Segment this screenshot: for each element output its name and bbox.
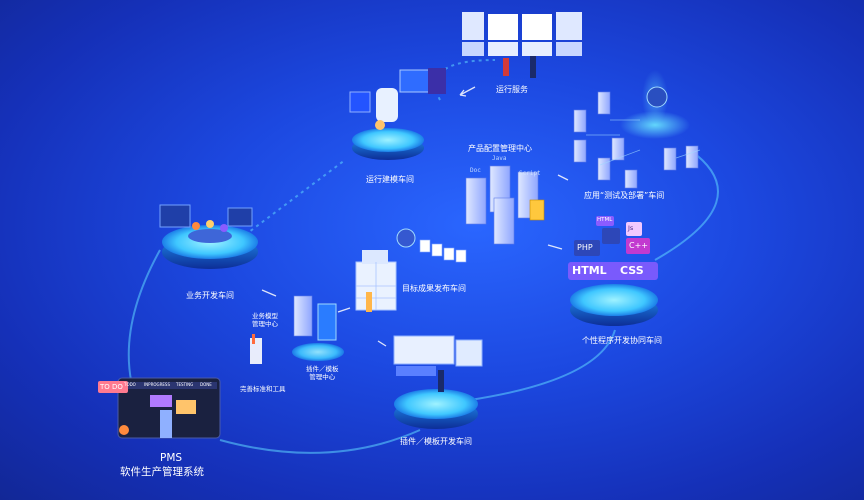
label-personal-workshop: 个性程序开发协同车间 (582, 336, 662, 345)
platform-plugin (393, 335, 483, 429)
pms-subtitle: 软件生产管理系统 (120, 466, 204, 478)
flow-arrows (261, 86, 569, 347)
label-standards-tools: 完善标准和工具 (240, 385, 286, 393)
lang-tag-html: HTML (572, 264, 607, 277)
kanban-col-done: DONE (200, 382, 212, 387)
ops-screens (462, 12, 582, 78)
kanban-col-inprogress: INPROGRESS (144, 382, 170, 387)
code-label-doc: Doc (470, 167, 481, 174)
kanban-col-testing: TESTING (176, 382, 194, 387)
lang-tag-cpp: C++ (629, 241, 648, 250)
code-label-java: Java (492, 155, 507, 162)
platform-personal (568, 262, 658, 326)
label-deploy-workshop: 应用“测试及部署”车间 (584, 191, 665, 200)
label-business-workshop: 业务开发车间 (186, 291, 234, 300)
lang-tag-js: Js (628, 224, 634, 232)
model-centers (250, 295, 344, 364)
lang-tag-css: CSS (620, 264, 644, 277)
label-business-model-center: 业务模型 管理中心 (252, 312, 278, 329)
code-label-script: Script (519, 170, 541, 177)
platform-modeling (349, 68, 446, 160)
lang-tag-php: PHP (577, 243, 593, 252)
label-operations-service: 运行服务 (496, 85, 528, 94)
label-plugin-template-center: 插件／模板 管理中心 (306, 365, 339, 382)
label-target-release: 目标成果发布车间 (402, 284, 466, 293)
label-config-center: 产品配置管理中心 (468, 144, 532, 153)
lang-cards (574, 216, 650, 256)
kanban-col-todo: TODO (124, 382, 136, 387)
deploy-servers (573, 70, 701, 189)
pms-title: PMS (160, 452, 183, 464)
lang-tag-html5: HTML (597, 217, 613, 223)
kanban-todo-tag: TO DO (100, 383, 123, 391)
config-servers (465, 165, 545, 245)
platform-business (159, 204, 258, 269)
label-modeling-workshop: 运行建模车间 (366, 175, 414, 184)
label-plugin-dev-workshop: 插件／模板开发车间 (400, 437, 472, 446)
release-building (355, 228, 467, 312)
kanban-board (98, 377, 221, 439)
